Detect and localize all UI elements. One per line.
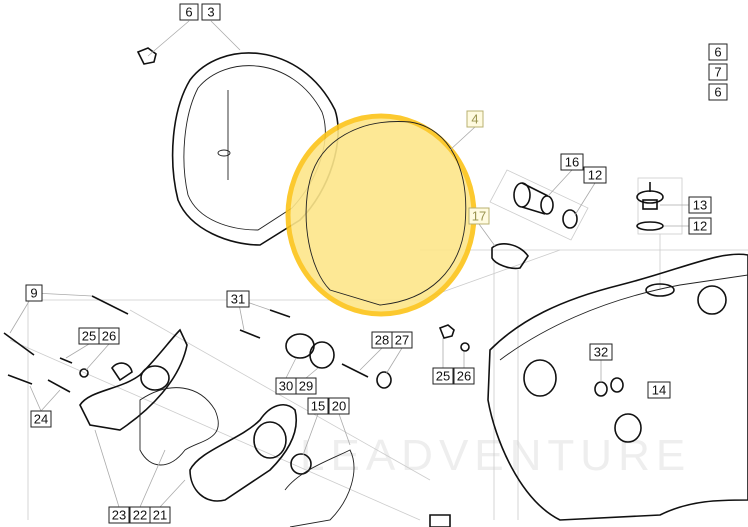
svg-text:30: 30 bbox=[279, 379, 293, 394]
callout-16[interactable]: 16 bbox=[560, 153, 584, 171]
svg-text:6: 6 bbox=[714, 85, 721, 100]
svg-text:4: 4 bbox=[471, 112, 478, 127]
svg-text:32: 32 bbox=[594, 345, 608, 360]
callout-6[interactable]: 6 bbox=[708, 43, 728, 61]
watermark: LEADVENTURE bbox=[300, 431, 691, 480]
callout-30[interactable]: 30 bbox=[275, 377, 297, 395]
bolts-part[interactable] bbox=[3, 295, 392, 393]
callout-25[interactable]: 25 bbox=[432, 367, 454, 385]
svg-text:24: 24 bbox=[34, 412, 48, 427]
svg-text:16: 16 bbox=[565, 155, 579, 170]
callout-6[interactable]: 6 bbox=[708, 83, 728, 101]
callout-13[interactable]: 13 bbox=[688, 196, 712, 214]
svg-text:29: 29 bbox=[299, 379, 313, 394]
callout-21[interactable]: 21 bbox=[149, 506, 171, 524]
svg-text:6: 6 bbox=[185, 5, 192, 20]
plug-part[interactable] bbox=[513, 182, 578, 229]
callout-26[interactable]: 26 bbox=[453, 367, 475, 385]
callout-15[interactable]: 15 bbox=[307, 397, 329, 415]
callout-9[interactable]: 9 bbox=[25, 284, 43, 302]
callout-14[interactable]: 14 bbox=[647, 381, 671, 399]
grommet-part[interactable] bbox=[491, 243, 529, 270]
svg-text:7: 7 bbox=[714, 65, 721, 80]
callout-17[interactable]: 17 bbox=[468, 207, 490, 225]
callout-12[interactable]: 12 bbox=[688, 217, 712, 235]
water-pump-cover-part[interactable] bbox=[79, 328, 219, 466]
callout-3[interactable]: 3 bbox=[201, 3, 221, 21]
svg-text:22: 22 bbox=[133, 508, 147, 523]
svg-text:14: 14 bbox=[652, 383, 666, 398]
svg-text:26: 26 bbox=[457, 369, 471, 384]
callout-27[interactable]: 27 bbox=[391, 331, 413, 349]
svg-text:25: 25 bbox=[82, 329, 96, 344]
callout-7[interactable]: 7 bbox=[708, 63, 728, 81]
svg-text:3: 3 bbox=[207, 5, 214, 20]
svg-text:27: 27 bbox=[395, 333, 409, 348]
callout-6[interactable]: 6 bbox=[179, 3, 199, 21]
gasket-part-highlighted[interactable] bbox=[285, 113, 477, 317]
callout-32[interactable]: 32 bbox=[589, 343, 613, 361]
svg-text:9: 9 bbox=[30, 286, 37, 301]
engine-case-part[interactable] bbox=[429, 253, 748, 527]
svg-text:12: 12 bbox=[588, 168, 602, 183]
callout-29[interactable]: 29 bbox=[295, 377, 317, 395]
svg-text:12: 12 bbox=[693, 219, 707, 234]
pump-housing-part[interactable] bbox=[189, 404, 355, 527]
callout-20[interactable]: 20 bbox=[328, 397, 350, 415]
svg-text:25: 25 bbox=[436, 369, 450, 384]
callout-4[interactable]: 4 bbox=[466, 110, 484, 128]
svg-text:17: 17 bbox=[472, 209, 486, 224]
callout-24[interactable]: 24 bbox=[30, 410, 52, 428]
callout-28[interactable]: 28 bbox=[371, 331, 393, 349]
callout-25[interactable]: 25 bbox=[78, 327, 100, 345]
callout-26[interactable]: 26 bbox=[98, 327, 120, 345]
callout-22[interactable]: 22 bbox=[129, 506, 151, 524]
svg-text:6: 6 bbox=[714, 45, 721, 60]
svg-text:26: 26 bbox=[102, 329, 116, 344]
svg-text:15: 15 bbox=[311, 399, 325, 414]
svg-text:13: 13 bbox=[693, 198, 707, 213]
svg-text:28: 28 bbox=[375, 333, 389, 348]
oil-filler-cap-part[interactable] bbox=[636, 182, 664, 231]
svg-text:31: 31 bbox=[231, 292, 245, 307]
callout-labels: 6 3 4 16 12 13 12 17 6 7 6 9 31 25 26 28… bbox=[25, 3, 728, 524]
callout-23[interactable]: 23 bbox=[108, 506, 130, 524]
callout-31[interactable]: 31 bbox=[226, 290, 250, 308]
callout-12[interactable]: 12 bbox=[583, 166, 607, 184]
svg-text:23: 23 bbox=[112, 508, 126, 523]
svg-text:20: 20 bbox=[332, 399, 346, 414]
guide-lines bbox=[9, 169, 748, 521]
svg-text:21: 21 bbox=[153, 508, 167, 523]
